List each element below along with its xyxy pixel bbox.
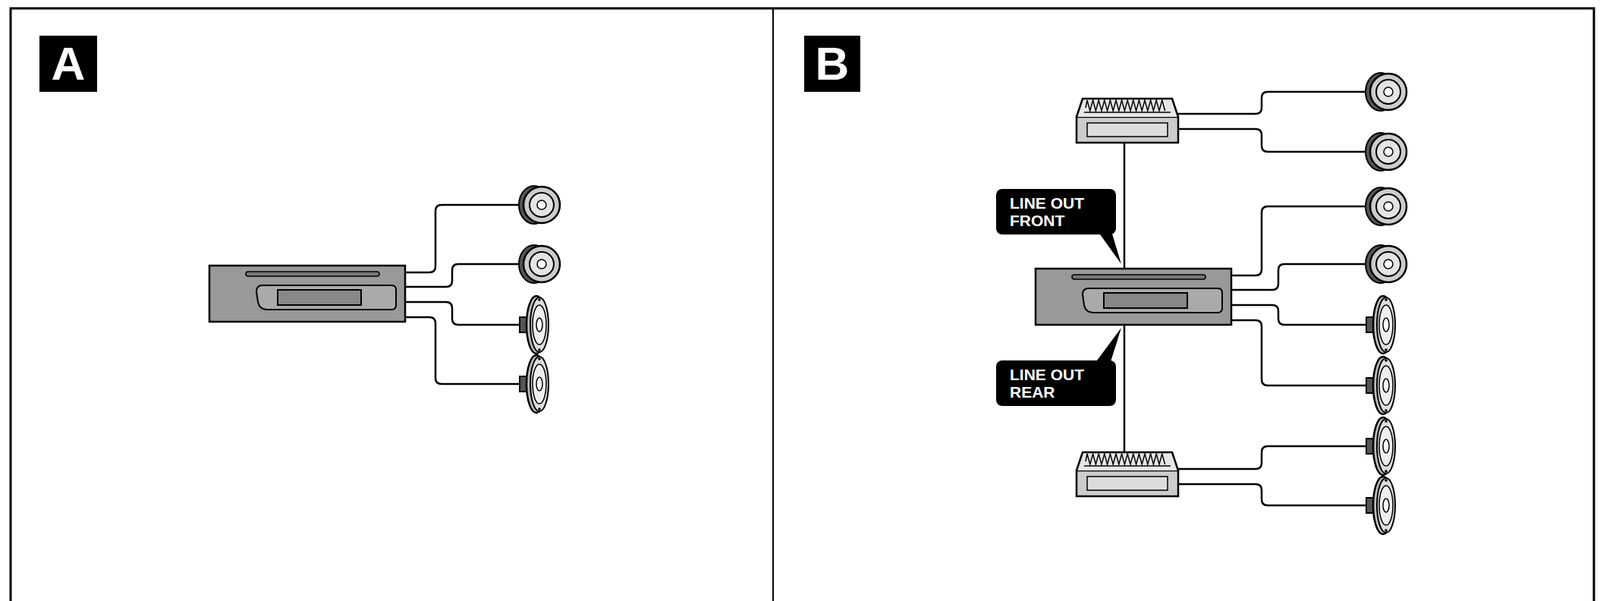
panel-letter: B (804, 35, 861, 92)
callout-box: LINE OUT REAR (996, 360, 1116, 406)
panel-letter: A (39, 35, 98, 92)
panel-label: B (815, 40, 850, 88)
callout-box: LINE OUT FRONT (996, 188, 1116, 235)
callout-text: LINE OUT REAR (1009, 365, 1106, 401)
callout-text: LINE OUT FRONT (1009, 194, 1106, 230)
panel-label: A (51, 40, 86, 88)
